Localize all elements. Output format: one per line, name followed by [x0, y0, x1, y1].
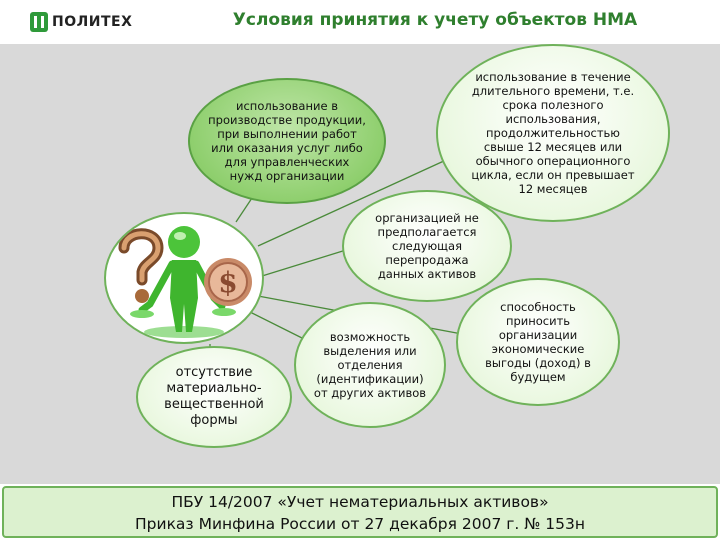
logo-text: ПОЛИТЕХ: [52, 14, 133, 30]
connector-line: [261, 249, 347, 277]
connector-line: [257, 159, 447, 247]
bubble-text: возможность выделения или отделения (иде…: [313, 329, 427, 401]
hub-svg: $: [118, 226, 252, 338]
footer-line-1: ПБУ 14/2007 «Учет нематериальных активов…: [171, 493, 549, 511]
footer-line-2: Приказ Минфина России от 27 декабря 2007…: [135, 515, 585, 533]
question-mark-icon: [118, 228, 164, 303]
politech-logo-icon: [30, 12, 48, 32]
bubble-text: способность приносить организации эконом…: [485, 299, 591, 385]
bubble-text: организацией не предполагается следующая…: [375, 210, 479, 282]
hub-illustration: $: [104, 212, 264, 344]
header-bar: ПОЛИТЕХ Условия принятия к учету объекто…: [0, 0, 720, 44]
bubble-no-material-form: отсутствие материально-вещественной форм…: [136, 346, 292, 448]
bubble-use-in-production: использование в производстве продукции, …: [188, 78, 386, 204]
dollar-coin-icon: $: [204, 258, 252, 306]
bubble-text: использование в течение длительного врем…: [471, 69, 635, 197]
bubble-no-resale: организацией не предполагается следующая…: [342, 190, 512, 302]
footer-source: ПБУ 14/2007 «Учет нематериальных активов…: [2, 486, 718, 538]
bubble-text: отсутствие материально-вещественной форм…: [164, 365, 264, 428]
logo: ПОЛИТЕХ: [30, 11, 132, 33]
slide-title: Условия принятия к учету объектов НМА: [232, 10, 638, 30]
svg-text:$: $: [218, 266, 237, 299]
connector-line: [235, 197, 253, 223]
bubble-identification: возможность выделения или отделения (иде…: [294, 302, 446, 428]
bubble-text: использование в производстве продукции, …: [208, 98, 366, 184]
bubble-long-term-use: использование в течение длительного врем…: [436, 44, 670, 222]
bubble-economic-benefit: способность приносить организации эконом…: [456, 278, 620, 406]
